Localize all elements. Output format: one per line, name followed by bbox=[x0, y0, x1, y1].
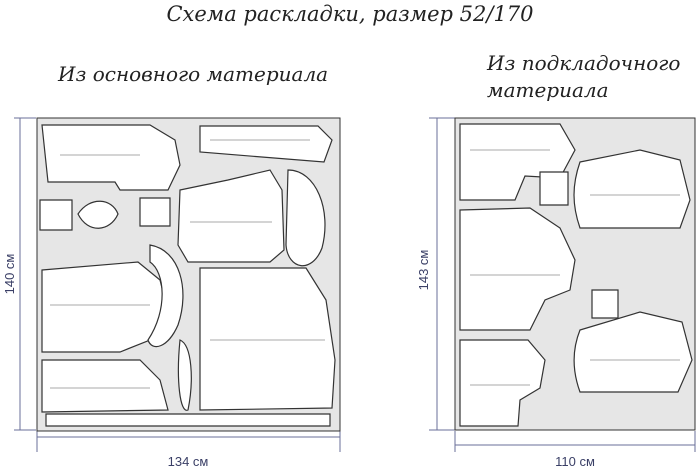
piece-side-curve bbox=[147, 244, 184, 348]
piece-front-lower bbox=[41, 359, 169, 413]
lining-material-label: Из подкладочного материала bbox=[487, 50, 680, 104]
lining-label-line2: материала bbox=[487, 78, 609, 102]
lining-width-label: 110 см bbox=[555, 454, 595, 469]
piece-back-center bbox=[177, 169, 285, 263]
lining-back bbox=[459, 207, 576, 331]
piece-sleeve-top bbox=[199, 125, 333, 163]
lining-label-line1: Из подкладочного bbox=[487, 51, 681, 75]
main-pattern-pieces bbox=[39, 124, 336, 427]
lining-height-label: 143 см bbox=[416, 250, 431, 291]
piece-collar-right bbox=[285, 169, 326, 267]
lining-sleeve-top bbox=[573, 149, 691, 229]
piece-facing bbox=[177, 339, 192, 411]
piece-pocket-center bbox=[139, 197, 171, 227]
piece-front-main bbox=[199, 267, 336, 411]
layout-title: Схема раскладки, размер 52/170 bbox=[166, 2, 534, 26]
lining-sleeve-lower bbox=[573, 311, 693, 393]
piece-front-upper bbox=[41, 124, 181, 191]
main-material-label: Из основного материала bbox=[58, 62, 329, 86]
lining-dimension-lines bbox=[429, 117, 696, 452]
main-grain-lines bbox=[50, 139, 325, 389]
piece-lens-left bbox=[77, 200, 119, 229]
piece-pocket-left bbox=[39, 199, 73, 231]
main-height-label: 140 см bbox=[2, 254, 17, 295]
lining-pocket-mid bbox=[591, 289, 619, 319]
lining-pattern-pieces bbox=[459, 123, 693, 427]
lining-front-bottom bbox=[459, 339, 546, 427]
main-dimension-lines bbox=[14, 117, 341, 452]
piece-hem-strip bbox=[45, 413, 331, 427]
lining-pocket-top bbox=[539, 171, 569, 206]
main-width-label: 134 см bbox=[168, 454, 209, 469]
lining-grain-lines bbox=[470, 149, 680, 386]
